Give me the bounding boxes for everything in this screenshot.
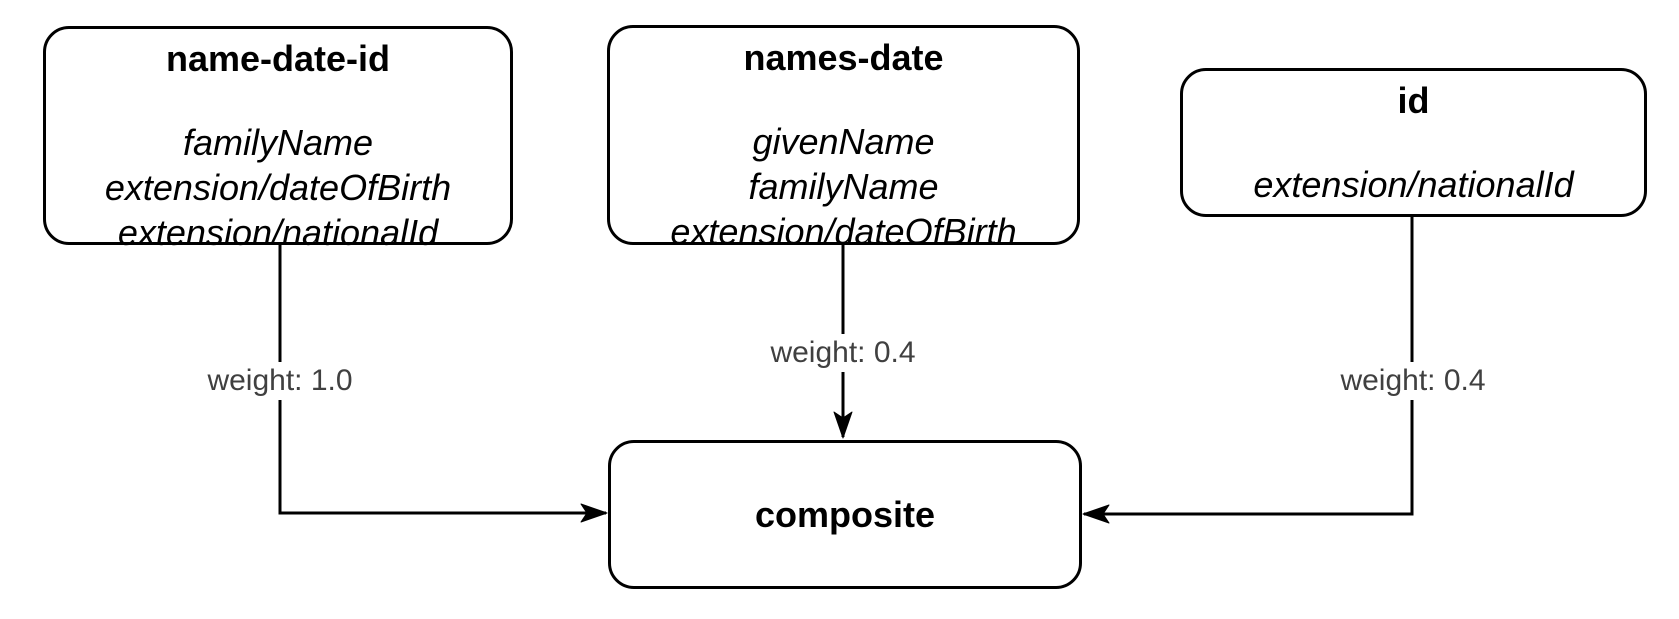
edge-weight-label: weight: 1.0 (199, 362, 361, 400)
edge-weight-label: weight: 0.4 (762, 334, 924, 372)
node-title: id (1397, 80, 1430, 121)
node-composite: composite (608, 440, 1082, 589)
node-title: name-date-id (165, 38, 391, 79)
node-item: familyName (182, 122, 374, 163)
edge-weight-label: weight: 0.4 (1332, 362, 1494, 400)
node-names-date: names-date givenName familyName extensio… (607, 25, 1080, 252)
node-item: familyName (748, 166, 939, 207)
node-item: extension/nationalId (1253, 164, 1574, 205)
node-item-list: givenName familyName extension/dateOfBir… (610, 119, 1077, 254)
node-name-date-id: name-date-id familyName extension/dateOf… (43, 26, 513, 253)
node-item: extension/dateOfBirth (670, 211, 1017, 252)
node-title: composite (754, 493, 936, 535)
node-id: id extension/nationalId (1180, 68, 1647, 217)
node-item-list: extension/nationalId (1183, 162, 1644, 207)
node-item: extension/dateOfBirth (104, 167, 452, 208)
node-item: extension/nationalId (117, 212, 439, 253)
node-item: givenName (752, 121, 935, 162)
node-item-list: familyName extension/dateOfBirth extensi… (46, 120, 510, 255)
node-title: names-date (743, 37, 944, 78)
